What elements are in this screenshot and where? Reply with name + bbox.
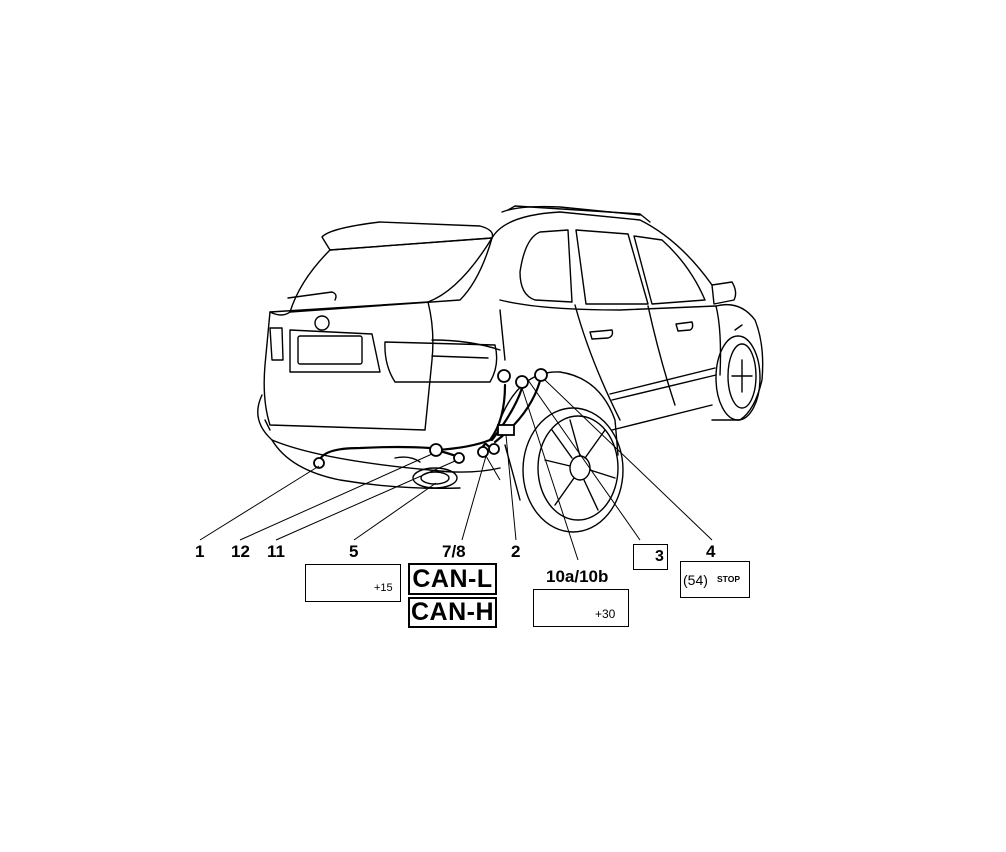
- brake-circuit-label: (54): [683, 572, 708, 588]
- brake-circuit-box: (54) STOP: [680, 561, 750, 598]
- connectors: [313, 368, 548, 469]
- can-low-box: CAN-L: [408, 563, 497, 595]
- callout-2: 2: [511, 542, 521, 561]
- callout-7-8: 7/8: [442, 542, 466, 561]
- ground-box: 3: [633, 544, 668, 570]
- car-outline: [257, 205, 764, 533]
- ignition-voltage-box: +15: [305, 564, 401, 602]
- callout-4: 4: [706, 542, 716, 561]
- callout-11: 11: [267, 542, 285, 561]
- callout-5: 5: [349, 542, 359, 561]
- can-high-box: CAN-H: [408, 597, 497, 628]
- ignition-voltage-label: +15: [374, 582, 393, 594]
- callout-12: 12: [231, 542, 250, 561]
- callout-1: 1: [195, 542, 205, 561]
- callout-10a-10b: 10a/10b: [546, 567, 609, 586]
- stop-sign-label: STOP: [717, 574, 740, 584]
- permanent-voltage-box: +30: [533, 589, 629, 627]
- leader-lines: [199, 379, 713, 561]
- permanent-voltage-label: +30: [595, 607, 616, 621]
- callout-3: 3: [655, 548, 664, 565]
